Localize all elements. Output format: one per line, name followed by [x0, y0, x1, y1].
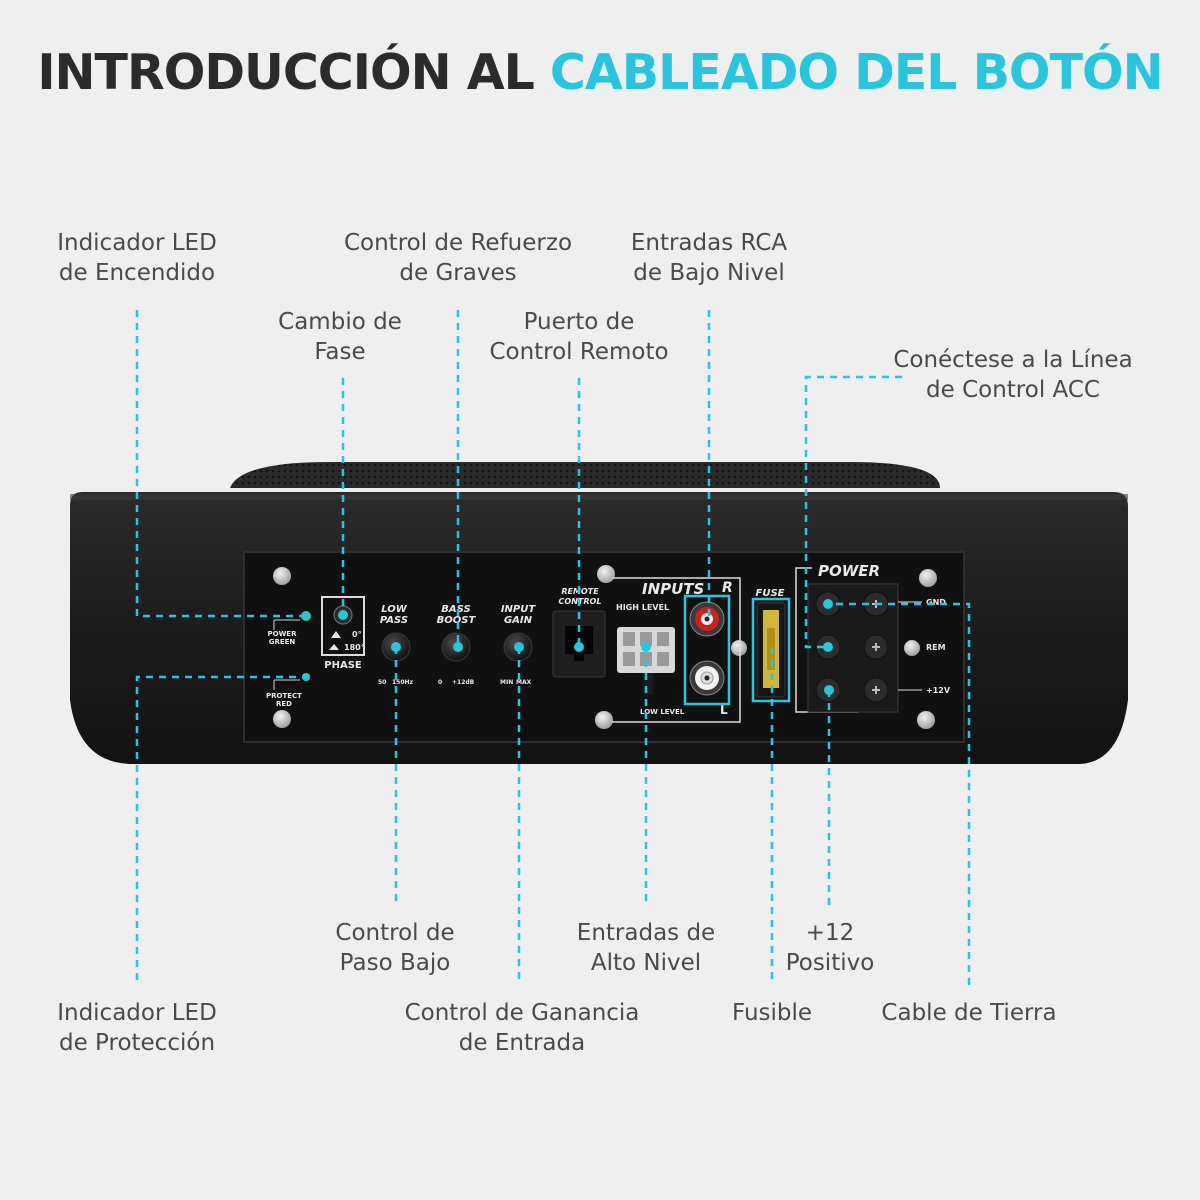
callout-line: Alto Nivel [590, 950, 702, 976]
callout-line: Entradas RCA [630, 230, 788, 256]
callout-positive: +12 Positivo [786, 918, 875, 978]
callout-rca-inputs: Entradas RCA de Bajo Nivel [631, 228, 787, 288]
phase-0-label: 0° [352, 630, 362, 639]
callout-markers [302, 599, 834, 695]
callout-remote-port: Puerto de Control Remoto [489, 307, 668, 367]
rca-highlight-frame [683, 594, 731, 706]
callout-line: Fusible [731, 1000, 813, 1026]
callout-line: de Protección [58, 1030, 216, 1056]
high-level-label: HIGH LEVEL [616, 603, 669, 612]
page-title: INTRODUCCIÓN AL CABLEADO DEL BOTÓN [0, 44, 1200, 101]
input-gain-min: MIN [500, 679, 513, 686]
callout-line: de Encendido [58, 260, 216, 286]
callout-protect-led: Indicador LED de Protección [57, 998, 217, 1058]
callout-line: de Graves [399, 260, 517, 286]
callout-line: Puerto de [523, 309, 635, 335]
inputs-l-label: L [720, 703, 728, 717]
title-highlight: CABLEADO DEL BOTÓN [549, 44, 1164, 101]
remote-control-label-1: REMOTE [561, 587, 599, 596]
callout-acc-line: Conéctese a la Línea de Control ACC [893, 345, 1132, 405]
callout-line: Control de Ganancia [404, 1000, 640, 1026]
protect-red-label-2: RED [276, 700, 292, 708]
input-gain-max: MAX [516, 679, 532, 686]
power-green-label-1: POWER [268, 630, 298, 638]
callout-input-gain: Control de Ganancia de Entrada [405, 998, 640, 1058]
bass-boost-max: +12dB [452, 679, 475, 686]
plus12v-label: +12V [926, 686, 951, 695]
callout-line: Control de [335, 920, 455, 946]
callout-line: Entradas de [576, 920, 716, 946]
fuse-label: FUSE [756, 588, 785, 599]
panel-screws [273, 565, 937, 729]
bass-boost-label-2: BOOST [437, 615, 477, 626]
protect-red-label-1: PROTECT [266, 692, 302, 700]
callout-line: +12 [805, 920, 855, 946]
callout-line: de Bajo Nivel [633, 260, 785, 286]
low-level-label: LOW LEVEL [640, 708, 685, 716]
callout-line: Indicador LED [57, 230, 217, 256]
callout-bass-boost: Control de Refuerzo de Graves [344, 228, 572, 288]
bass-boost-min: 0 [438, 679, 442, 686]
gnd-label: GND [926, 598, 946, 607]
callout-ground: Cable de Tierra [881, 998, 1056, 1028]
phase-switch-frame [321, 596, 365, 656]
callout-line: Conéctese a la Línea [893, 347, 1133, 373]
bass-boost-label-1: BASS [441, 604, 470, 615]
callout-line: Control de Refuerzo [343, 230, 573, 256]
callout-line: Cambio de [278, 309, 402, 335]
callout-line: de Control ACC [926, 377, 1100, 403]
title-prefix: INTRODUCCIÓN AL [37, 44, 550, 101]
inputs-r-label: R [722, 580, 733, 596]
low-pass-max: 150Hz [392, 679, 414, 686]
input-gain-label-2: GAIN [504, 615, 533, 626]
inputs-frame [612, 577, 741, 723]
callout-line: Indicador LED [57, 1000, 217, 1026]
rem-label: REM [926, 643, 946, 652]
callout-leader-lines [135, 310, 971, 985]
callout-fuse: Fusible [732, 998, 812, 1028]
low-pass-label-1: LOW [381, 604, 408, 615]
inputs-label: INPUTS [642, 580, 704, 598]
phase-label: PHASE [324, 660, 362, 671]
input-gain-label-1: INPUT [501, 604, 537, 615]
callout-power-led: Indicador LED de Encendido [57, 228, 217, 288]
callout-phase: Cambio de Fase [278, 307, 402, 367]
callout-line: de Entrada [458, 1030, 586, 1056]
power-green-label-2: GREEN [269, 638, 296, 646]
callout-line: Fase [314, 339, 366, 365]
speaker-grille [230, 462, 940, 488]
callout-line: Cable de Tierra [881, 1000, 1057, 1026]
low-pass-min: 50 [378, 679, 386, 686]
callout-line: Paso Bajo [339, 950, 451, 976]
phase-180-label: 180° [344, 643, 365, 652]
low-pass-label-2: PASS [380, 615, 408, 626]
callout-line: Positivo [785, 950, 875, 976]
callout-high-level: Entradas de Alto Nivel [577, 918, 715, 978]
callout-low-pass: Control de Paso Bajo [335, 918, 454, 978]
callout-line: Control Remoto [489, 339, 669, 365]
power-label: POWER [818, 562, 880, 580]
